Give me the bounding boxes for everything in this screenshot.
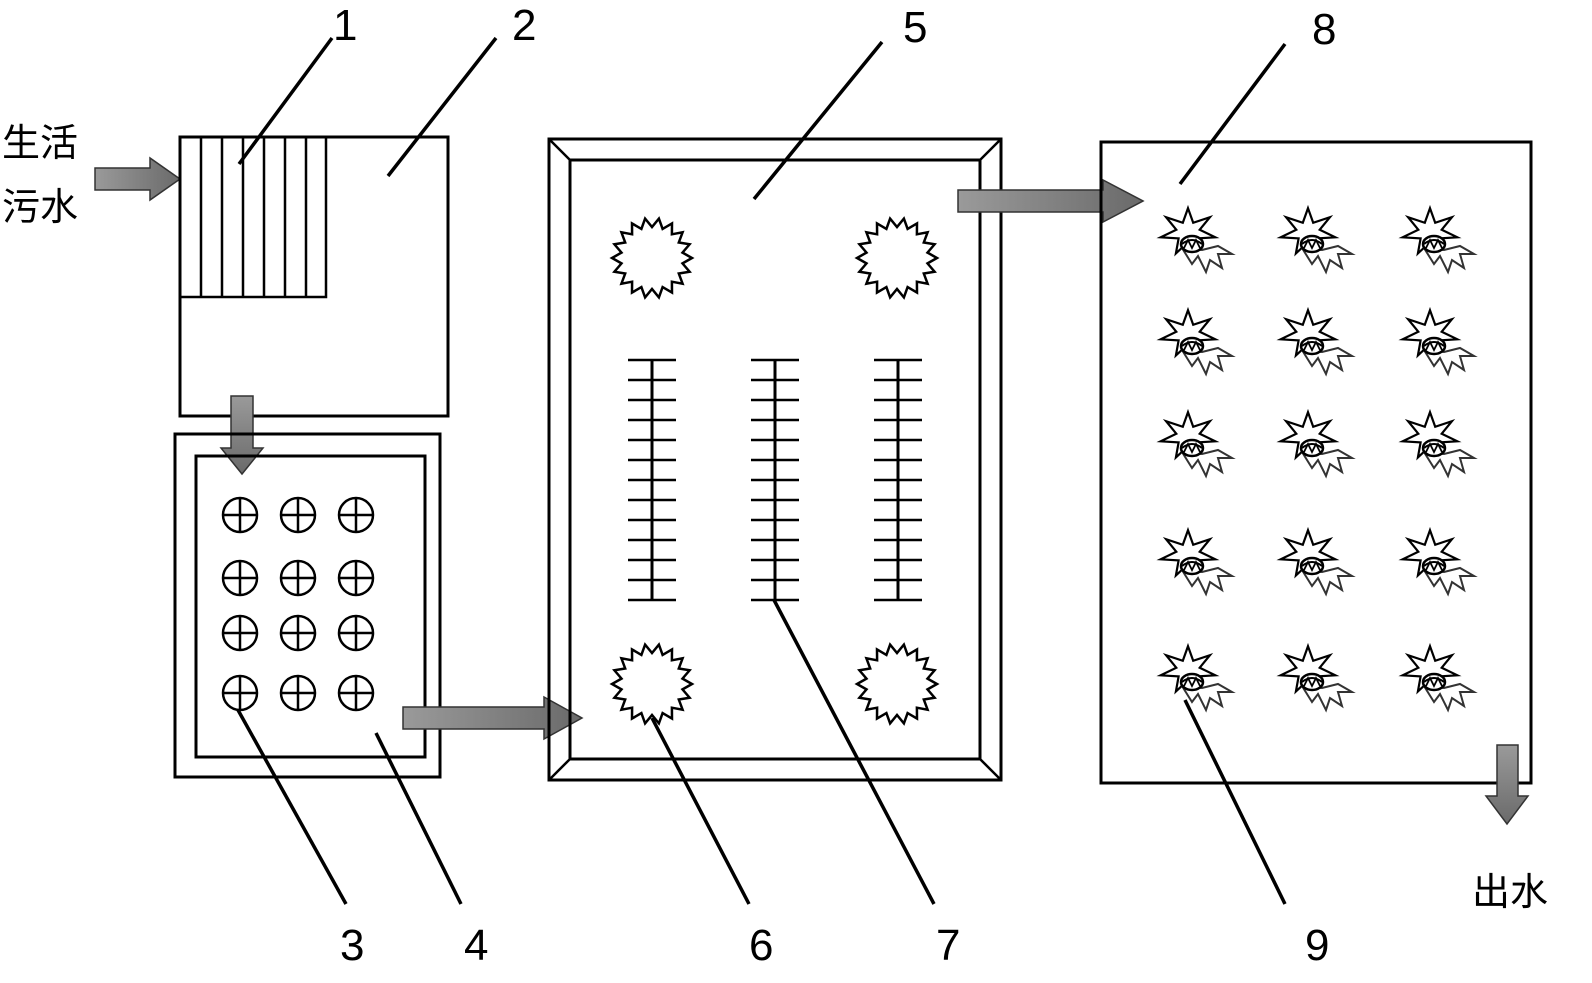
label-2: 2 [512, 1, 536, 50]
plant-icon [1156, 306, 1236, 377]
plant-icon [1156, 204, 1236, 275]
carrier-icon [221, 674, 259, 712]
filler-icon [751, 358, 799, 602]
label-6: 6 [749, 921, 773, 970]
tank-4-inner [194, 454, 427, 759]
carrier-icon [337, 496, 375, 534]
leader-line-3 [236, 709, 348, 905]
carrier-icon [337, 559, 375, 597]
leader-line-9 [1183, 699, 1287, 905]
carrier-icon [279, 496, 317, 534]
leader-line-8 [1178, 42, 1287, 186]
filler-icon [874, 358, 922, 602]
leader-line-5 [752, 40, 884, 201]
plant-icon [1398, 408, 1478, 479]
bar-screen-icon [178, 135, 328, 299]
inlet-label-line2: 污水 [2, 185, 78, 229]
plant-icon [1398, 642, 1478, 713]
plant-icon [1156, 642, 1236, 713]
leader-line-7 [772, 599, 936, 905]
leader-line-6 [650, 717, 751, 905]
label-9: 9 [1305, 921, 1329, 970]
carrier-icon [279, 559, 317, 597]
mid-flow-arrow-icon [402, 695, 584, 741]
carrier-icon [337, 614, 375, 652]
tank-4-outer [173, 432, 442, 779]
plant-bed-8 [1099, 140, 1533, 785]
aerator-icon [854, 216, 940, 300]
plant-group [1156, 204, 1478, 713]
plant-icon [1276, 306, 1356, 377]
inlet-flow-arrow-icon [94, 156, 182, 202]
carrier-icon [337, 674, 375, 712]
carrier-icon [279, 614, 317, 652]
leader-line-2 [386, 36, 498, 178]
right-flow-arrow-icon [957, 178, 1145, 224]
label-7: 7 [936, 921, 960, 970]
plant-icon [1276, 526, 1356, 597]
aerator-icon [854, 642, 940, 726]
label-5: 5 [903, 3, 927, 52]
label-8: 8 [1312, 5, 1336, 54]
plant-icon [1156, 526, 1236, 597]
plant-icon [1398, 204, 1478, 275]
filler-icon [628, 358, 676, 602]
inlet-label-line1: 生活 [2, 121, 78, 165]
tank-2 [178, 135, 450, 418]
aerator-icon [609, 216, 695, 300]
plant-icon [1398, 526, 1478, 597]
carrier-icon [279, 674, 317, 712]
carrier-grid [221, 496, 375, 712]
plant-icon [1398, 306, 1478, 377]
carrier-icon [221, 614, 259, 652]
outlet-flow-arrow-icon [1484, 744, 1530, 826]
filler-group [628, 358, 922, 602]
plant-icon [1156, 408, 1236, 479]
leader-line-1 [237, 36, 334, 166]
carrier-icon [221, 559, 259, 597]
tank-5 [547, 137, 1003, 782]
label-4: 4 [464, 921, 488, 970]
label-1: 1 [333, 1, 357, 50]
plant-icon [1276, 642, 1356, 713]
outlet-label: 出水 [1472, 870, 1548, 914]
carrier-icon [221, 496, 259, 534]
leader-line-4 [374, 732, 463, 905]
label-3: 3 [340, 921, 364, 970]
aerator-icon [609, 642, 695, 726]
aerator-group [609, 216, 940, 726]
plant-icon [1276, 204, 1356, 275]
plant-icon [1276, 408, 1356, 479]
